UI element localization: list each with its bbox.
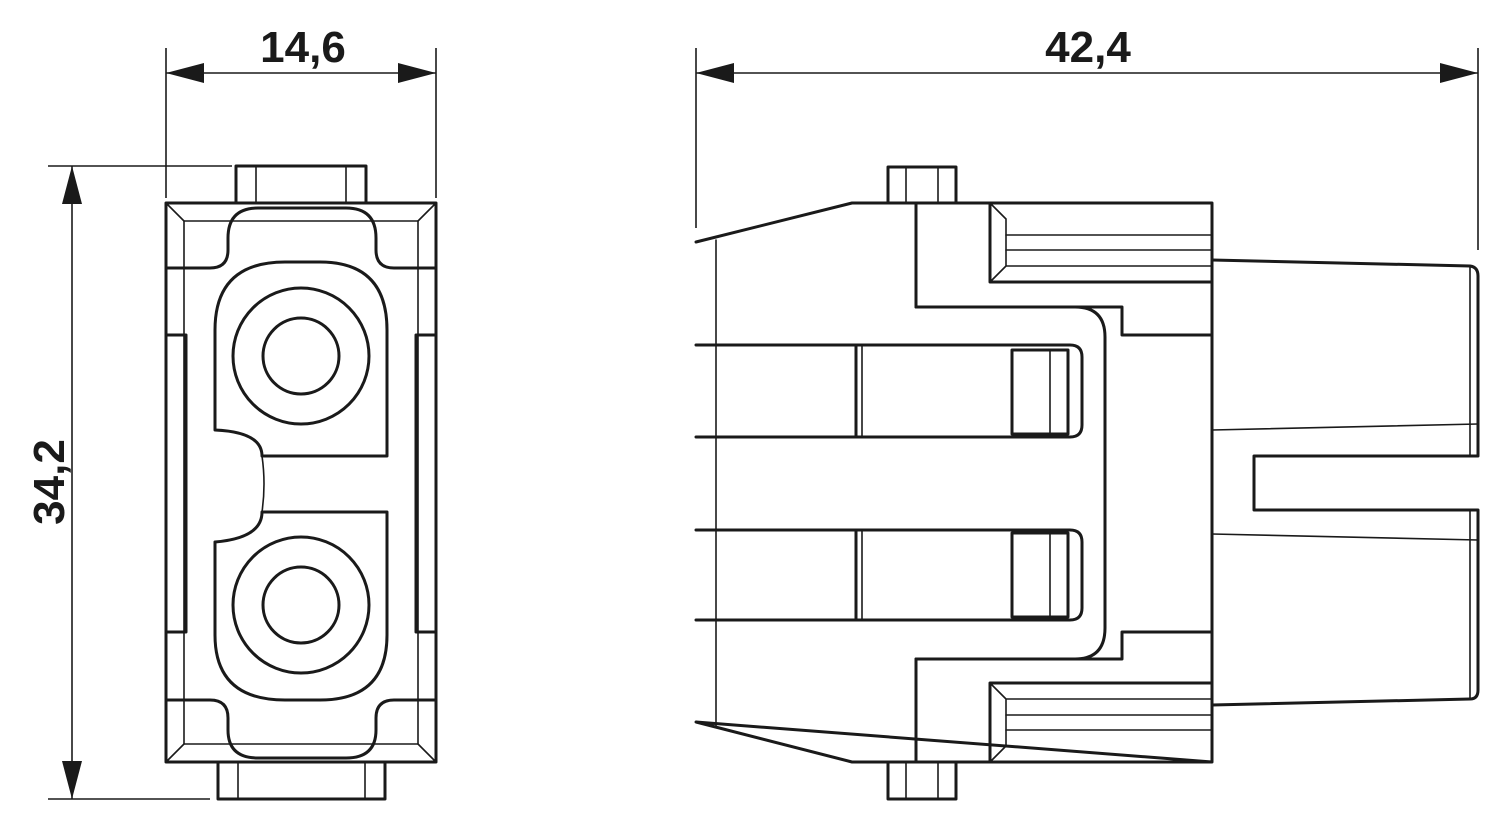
front-width-dimension: 14,6 xyxy=(165,23,437,198)
front-contact-bottom-outer xyxy=(231,535,371,675)
front-contact-bottom-inner xyxy=(261,565,341,645)
side-inner-frame xyxy=(694,343,1084,439)
front-bottom-tab xyxy=(216,760,387,801)
front-top-tab xyxy=(234,164,368,205)
front-contact-chamber xyxy=(213,260,389,702)
front-inner-panel xyxy=(164,206,438,760)
front-contact-top-outer xyxy=(231,286,371,426)
front-left-slot xyxy=(164,333,188,634)
side-latch-bottom xyxy=(1010,531,1070,619)
side-latch-top xyxy=(1010,348,1070,436)
front-width-label: 14,6 xyxy=(260,23,346,72)
front-view xyxy=(164,164,438,801)
side-length-dimension: 42,4 xyxy=(695,23,1479,250)
side-rear-section xyxy=(1210,258,1480,707)
height-dimension: 34,2 xyxy=(25,165,232,800)
side-length-label: 42,4 xyxy=(1045,23,1131,72)
height-label: 34,2 xyxy=(25,439,74,525)
front-contact-top-inner xyxy=(261,316,341,396)
front-right-slot xyxy=(414,333,438,634)
side-housing xyxy=(694,201,1214,764)
side-view xyxy=(694,165,1480,801)
side-bottom-tab xyxy=(886,760,958,801)
side-top-tab xyxy=(886,165,958,205)
